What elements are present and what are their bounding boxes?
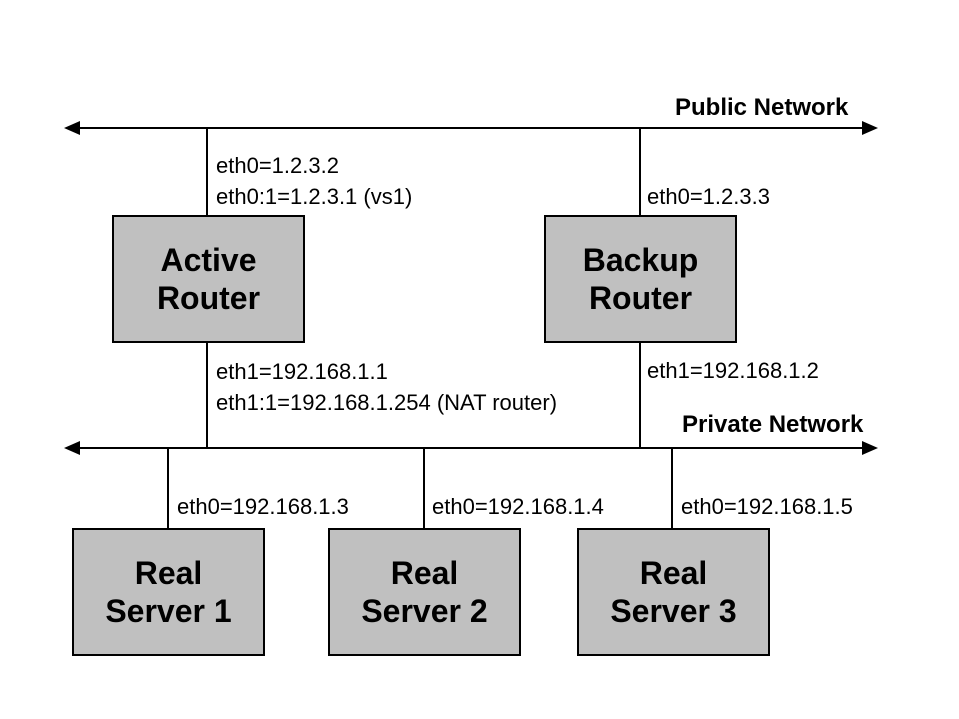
public-network-arrow-right-icon	[862, 121, 878, 135]
connector-active-router-public	[206, 129, 208, 215]
public-network-arrow-left-icon	[64, 121, 80, 135]
real-server-3-label-line2: Server 3	[610, 593, 737, 629]
real-server-1-interfaces: eth0=192.168.1.3	[177, 491, 349, 522]
active-router-label-line1: Active	[160, 242, 257, 278]
real-server-1-label-line1: Real	[134, 555, 203, 591]
interface-label: eth1=192.168.1.2	[647, 358, 819, 383]
connector-active-router-private	[206, 341, 208, 448]
real-server-2-node: Real Server 2	[328, 528, 521, 656]
interface-label: eth1=192.168.1.1	[216, 359, 388, 384]
private-network-arrow-right-icon	[862, 441, 878, 455]
connector-real-server-2	[423, 448, 425, 528]
real-server-1-node: Real Server 1	[72, 528, 265, 656]
real-server-2-label-line2: Server 2	[361, 593, 488, 629]
real-server-1-label-line2: Server 1	[105, 593, 232, 629]
backup-router-label-line1: Backup	[582, 242, 699, 278]
backup-router-private-interfaces: eth1=192.168.1.2	[647, 355, 819, 386]
connector-backup-router-private	[639, 341, 641, 448]
interface-label: eth0=192.168.1.5	[681, 494, 853, 519]
connector-backup-router-public	[639, 129, 641, 215]
active-router-label-line2: Router	[156, 280, 261, 316]
interface-label: eth0=192.168.1.4	[432, 494, 604, 519]
active-router-node: Active Router	[112, 215, 305, 343]
real-server-2-interfaces: eth0=192.168.1.4	[432, 491, 604, 522]
private-network-label: Private Network	[682, 411, 864, 438]
interface-label: eth0:1=1.2.3.1 (vs1)	[216, 184, 413, 209]
private-network-line	[78, 447, 864, 449]
backup-router-node: Backup Router	[544, 215, 737, 343]
private-network-arrow-left-icon	[64, 441, 80, 455]
public-network-line	[78, 127, 864, 129]
active-router-private-interfaces: eth1=192.168.1.1 eth1:1=192.168.1.254 (N…	[216, 356, 557, 418]
real-server-3-node: Real Server 3	[577, 528, 770, 656]
real-server-3-label-line1: Real	[639, 555, 708, 591]
interface-label: eth0=1.2.3.3	[647, 184, 770, 209]
backup-router-public-interfaces: eth0=1.2.3.3	[647, 181, 770, 212]
public-network-label: Public Network	[675, 94, 849, 121]
connector-real-server-1	[167, 448, 169, 528]
interface-label: eth1:1=192.168.1.254 (NAT router)	[216, 390, 558, 415]
interface-label: eth0=1.2.3.2	[216, 153, 339, 178]
backup-router-label-line2: Router	[588, 280, 693, 316]
real-server-3-interfaces: eth0=192.168.1.5	[681, 491, 853, 522]
active-router-public-interfaces: eth0=1.2.3.2 eth0:1=1.2.3.1 (vs1)	[216, 150, 412, 212]
interface-label: eth0=192.168.1.3	[177, 494, 349, 519]
real-server-2-label-line1: Real	[390, 555, 459, 591]
connector-real-server-3	[671, 448, 673, 528]
